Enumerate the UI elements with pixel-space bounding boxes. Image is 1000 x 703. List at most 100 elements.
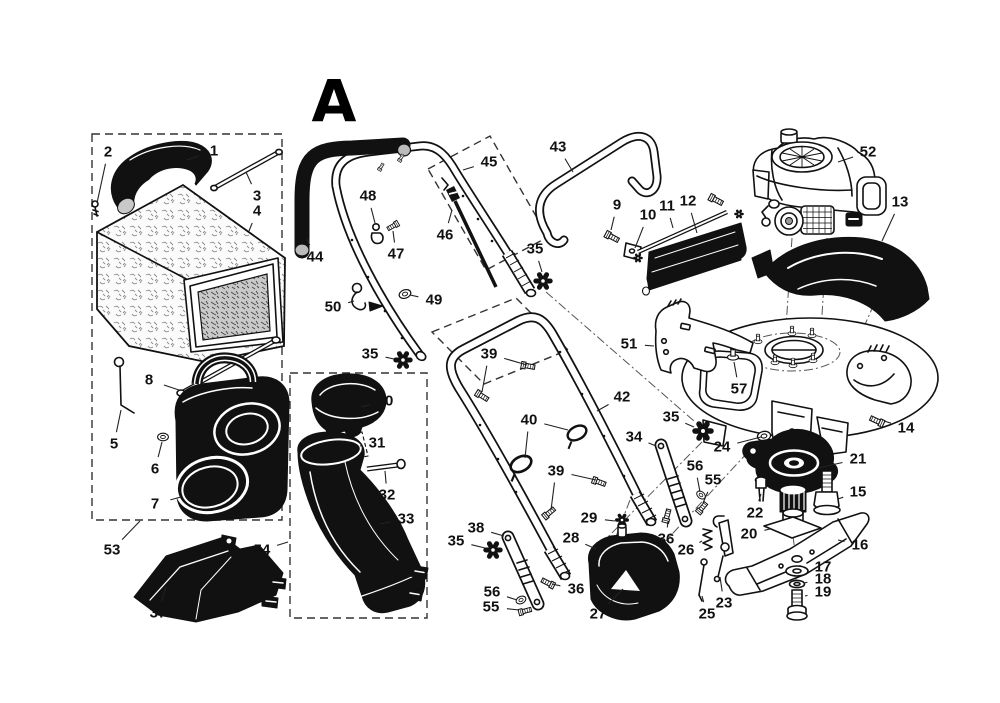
callout-38: 38 (468, 520, 505, 537)
callout-35: 35 (362, 346, 395, 363)
callout-3: 3 (245, 171, 261, 205)
blade-adapter-pulley (742, 428, 839, 513)
diagram-shape (780, 128, 798, 136)
leader-line (604, 519, 616, 522)
part-number-label: 53 (104, 542, 121, 559)
diagram-shape (447, 314, 654, 578)
callout-53: 53 (104, 520, 141, 559)
diagram-shape (809, 549, 815, 555)
leader-line (163, 384, 180, 391)
callout-9: 9 (610, 197, 621, 231)
diagram-shape (645, 517, 657, 527)
diagram-shape (782, 508, 804, 518)
diagram-shape (637, 211, 728, 253)
diagram-shape (516, 559, 534, 585)
part-number-label: 35 (448, 533, 465, 550)
part-number-label: 14 (898, 420, 915, 437)
diagram-shape (311, 373, 387, 437)
diagram-shape (746, 567, 761, 591)
part-number-label: 27 (590, 606, 607, 623)
diagram-shape (368, 301, 384, 312)
brake-rod-25 (698, 558, 708, 602)
part-number-label: 35 (663, 409, 680, 426)
leader-line (550, 482, 556, 511)
deflector-shield (133, 534, 287, 623)
callout-21: 21 (817, 451, 866, 469)
diagram-shape (785, 217, 793, 225)
handle-brackets (501, 438, 710, 617)
part-number-label: 11 (659, 198, 675, 215)
engine-bolt-15 (813, 470, 841, 516)
part-number-label: 39 (548, 463, 565, 480)
diagram-shape (294, 137, 411, 259)
diagram-shape (383, 309, 387, 313)
handle-screw (396, 153, 406, 163)
nut-10 (633, 253, 643, 263)
diagram-shape (813, 504, 841, 516)
diagram-shape (867, 344, 890, 353)
diagram-shape (558, 350, 562, 354)
chute-assembly-box (289, 372, 428, 619)
part-number-label: 31 (369, 435, 386, 452)
diagram-shape (822, 474, 832, 488)
diagram-shape (225, 412, 269, 446)
diagram-shape (559, 571, 571, 581)
leader-line (634, 226, 644, 249)
bag-screw (91, 200, 99, 217)
part-number-label: 46 (437, 227, 454, 244)
part-number-label: 37 (150, 605, 167, 622)
carriage-bolt-39 (520, 360, 536, 372)
callout-14: 14 (883, 420, 915, 437)
grass-bag-assembly (91, 141, 290, 522)
callout-16: 16 (837, 537, 868, 554)
diagram-shape (213, 402, 281, 456)
part-number-label: 36 (658, 531, 675, 548)
part-number-label: 15 (850, 484, 867, 501)
leader-line (504, 357, 528, 366)
cable-guide-40 (559, 421, 592, 451)
diagram-shape (181, 465, 239, 509)
diagram-shape (547, 548, 571, 576)
leader-line (306, 238, 311, 246)
callout-44: 44 (306, 238, 324, 266)
callout-35: 35 (448, 533, 486, 550)
diagram-shape (503, 250, 534, 294)
part-number-label: 56 (484, 584, 501, 601)
callout-8: 8 (145, 372, 180, 391)
callout-43: 43 (550, 139, 574, 173)
diagram-shape (880, 354, 888, 362)
diagram-shape (660, 337, 668, 345)
callout-25: 25 (699, 595, 715, 623)
part-number-label: 47 (388, 246, 405, 263)
part-number-label: 35 (527, 241, 544, 258)
callout-42: 42 (596, 389, 630, 412)
part-number-label: 4 (253, 203, 262, 220)
diagram-shape (595, 441, 703, 550)
spring-26 (702, 528, 713, 551)
leader-line (544, 423, 569, 431)
diagram-shape (761, 205, 769, 219)
brake-lever-23 (712, 515, 734, 583)
diagram-shape (96, 231, 193, 283)
diagram-shape (409, 592, 420, 596)
bolt-55 (694, 500, 710, 516)
mulch-container (174, 352, 290, 522)
diagram-shape (315, 407, 379, 420)
callout-35: 35 (527, 241, 544, 273)
diagram-shape (366, 463, 399, 471)
handle-grip (294, 137, 412, 259)
leader-line (737, 436, 762, 444)
leader-line (170, 496, 182, 501)
leader-line (248, 222, 253, 232)
wing-nut-29 (615, 513, 629, 527)
bolt-36 (539, 576, 557, 590)
leader-line (610, 216, 615, 231)
leader-line (764, 528, 771, 531)
leader-line (817, 461, 843, 469)
chute-bolt (366, 458, 406, 472)
diagram-shape (617, 523, 627, 529)
cover-arrow (611, 570, 640, 591)
leader-line (733, 361, 738, 378)
leader-line (564, 158, 574, 173)
